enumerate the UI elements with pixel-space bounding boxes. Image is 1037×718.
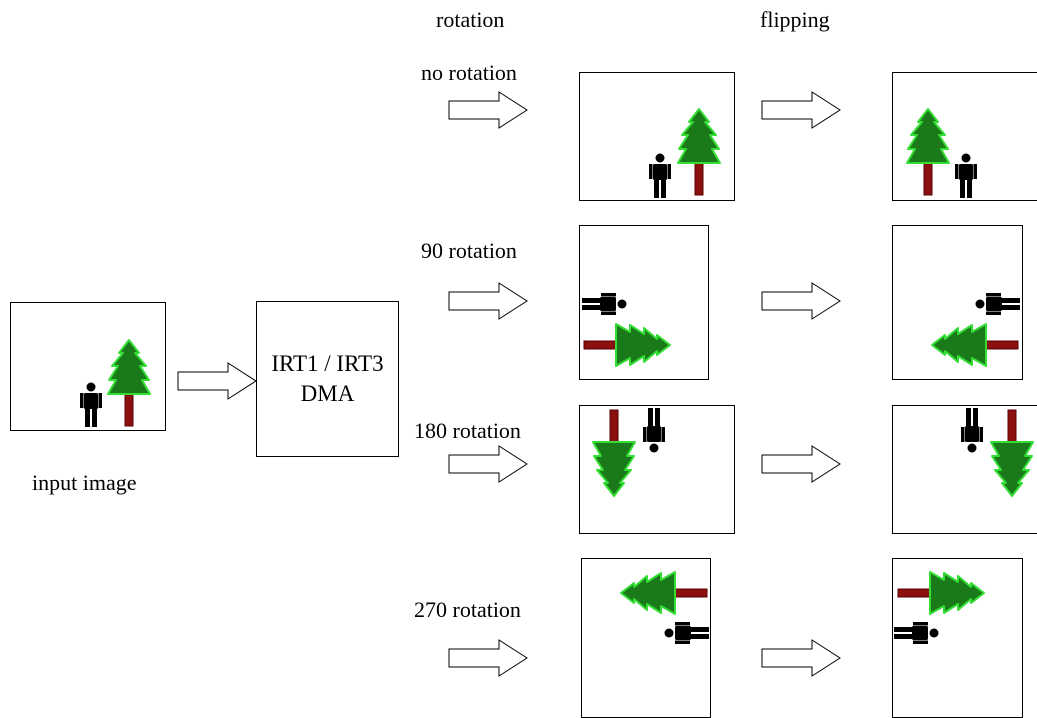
person-icon	[80, 382, 102, 427]
dma-block-line1: IRT1 / IRT3	[271, 351, 384, 377]
person-icon	[961, 408, 983, 453]
input-image-label: input image	[32, 470, 137, 495]
flipping-column-header: flipping	[760, 7, 830, 32]
arrow-right-icon	[177, 362, 257, 400]
tree-icon	[107, 339, 151, 427]
tree-icon	[931, 323, 1019, 367]
tree-icon	[990, 409, 1034, 497]
arrow-right-icon	[448, 91, 528, 129]
rotation-column-header: rotation	[436, 7, 505, 32]
row-label-no-rotation: no rotation	[421, 60, 517, 85]
person-icon	[955, 153, 977, 198]
person-icon	[582, 293, 627, 315]
irt-dma-block: IRT1 / IRT3 DMA	[256, 301, 399, 457]
arrow-right-icon	[448, 639, 528, 677]
tree-icon	[592, 409, 636, 497]
arrow-right-icon	[761, 91, 841, 129]
tree-icon	[583, 323, 671, 367]
person-icon	[894, 622, 939, 644]
person-icon	[664, 622, 709, 644]
arrow-right-icon	[761, 282, 841, 320]
tree-icon	[620, 571, 708, 615]
dma-block-line2: DMA	[300, 381, 355, 406]
tree-icon	[906, 108, 950, 196]
arrow-right-icon	[448, 445, 528, 483]
tree-icon	[897, 571, 985, 615]
row-label-90-rotation: 90 rotation	[421, 238, 517, 263]
arrow-right-icon	[448, 282, 528, 320]
row-label-180-rotation: 180 rotation	[414, 418, 521, 443]
row-label-270-rotation: 270 rotation	[414, 597, 521, 622]
arrow-right-icon	[761, 445, 841, 483]
person-icon	[649, 153, 671, 198]
person-icon	[643, 408, 665, 453]
arrow-right-icon	[761, 639, 841, 677]
person-icon	[975, 293, 1020, 315]
tree-icon	[677, 108, 721, 196]
